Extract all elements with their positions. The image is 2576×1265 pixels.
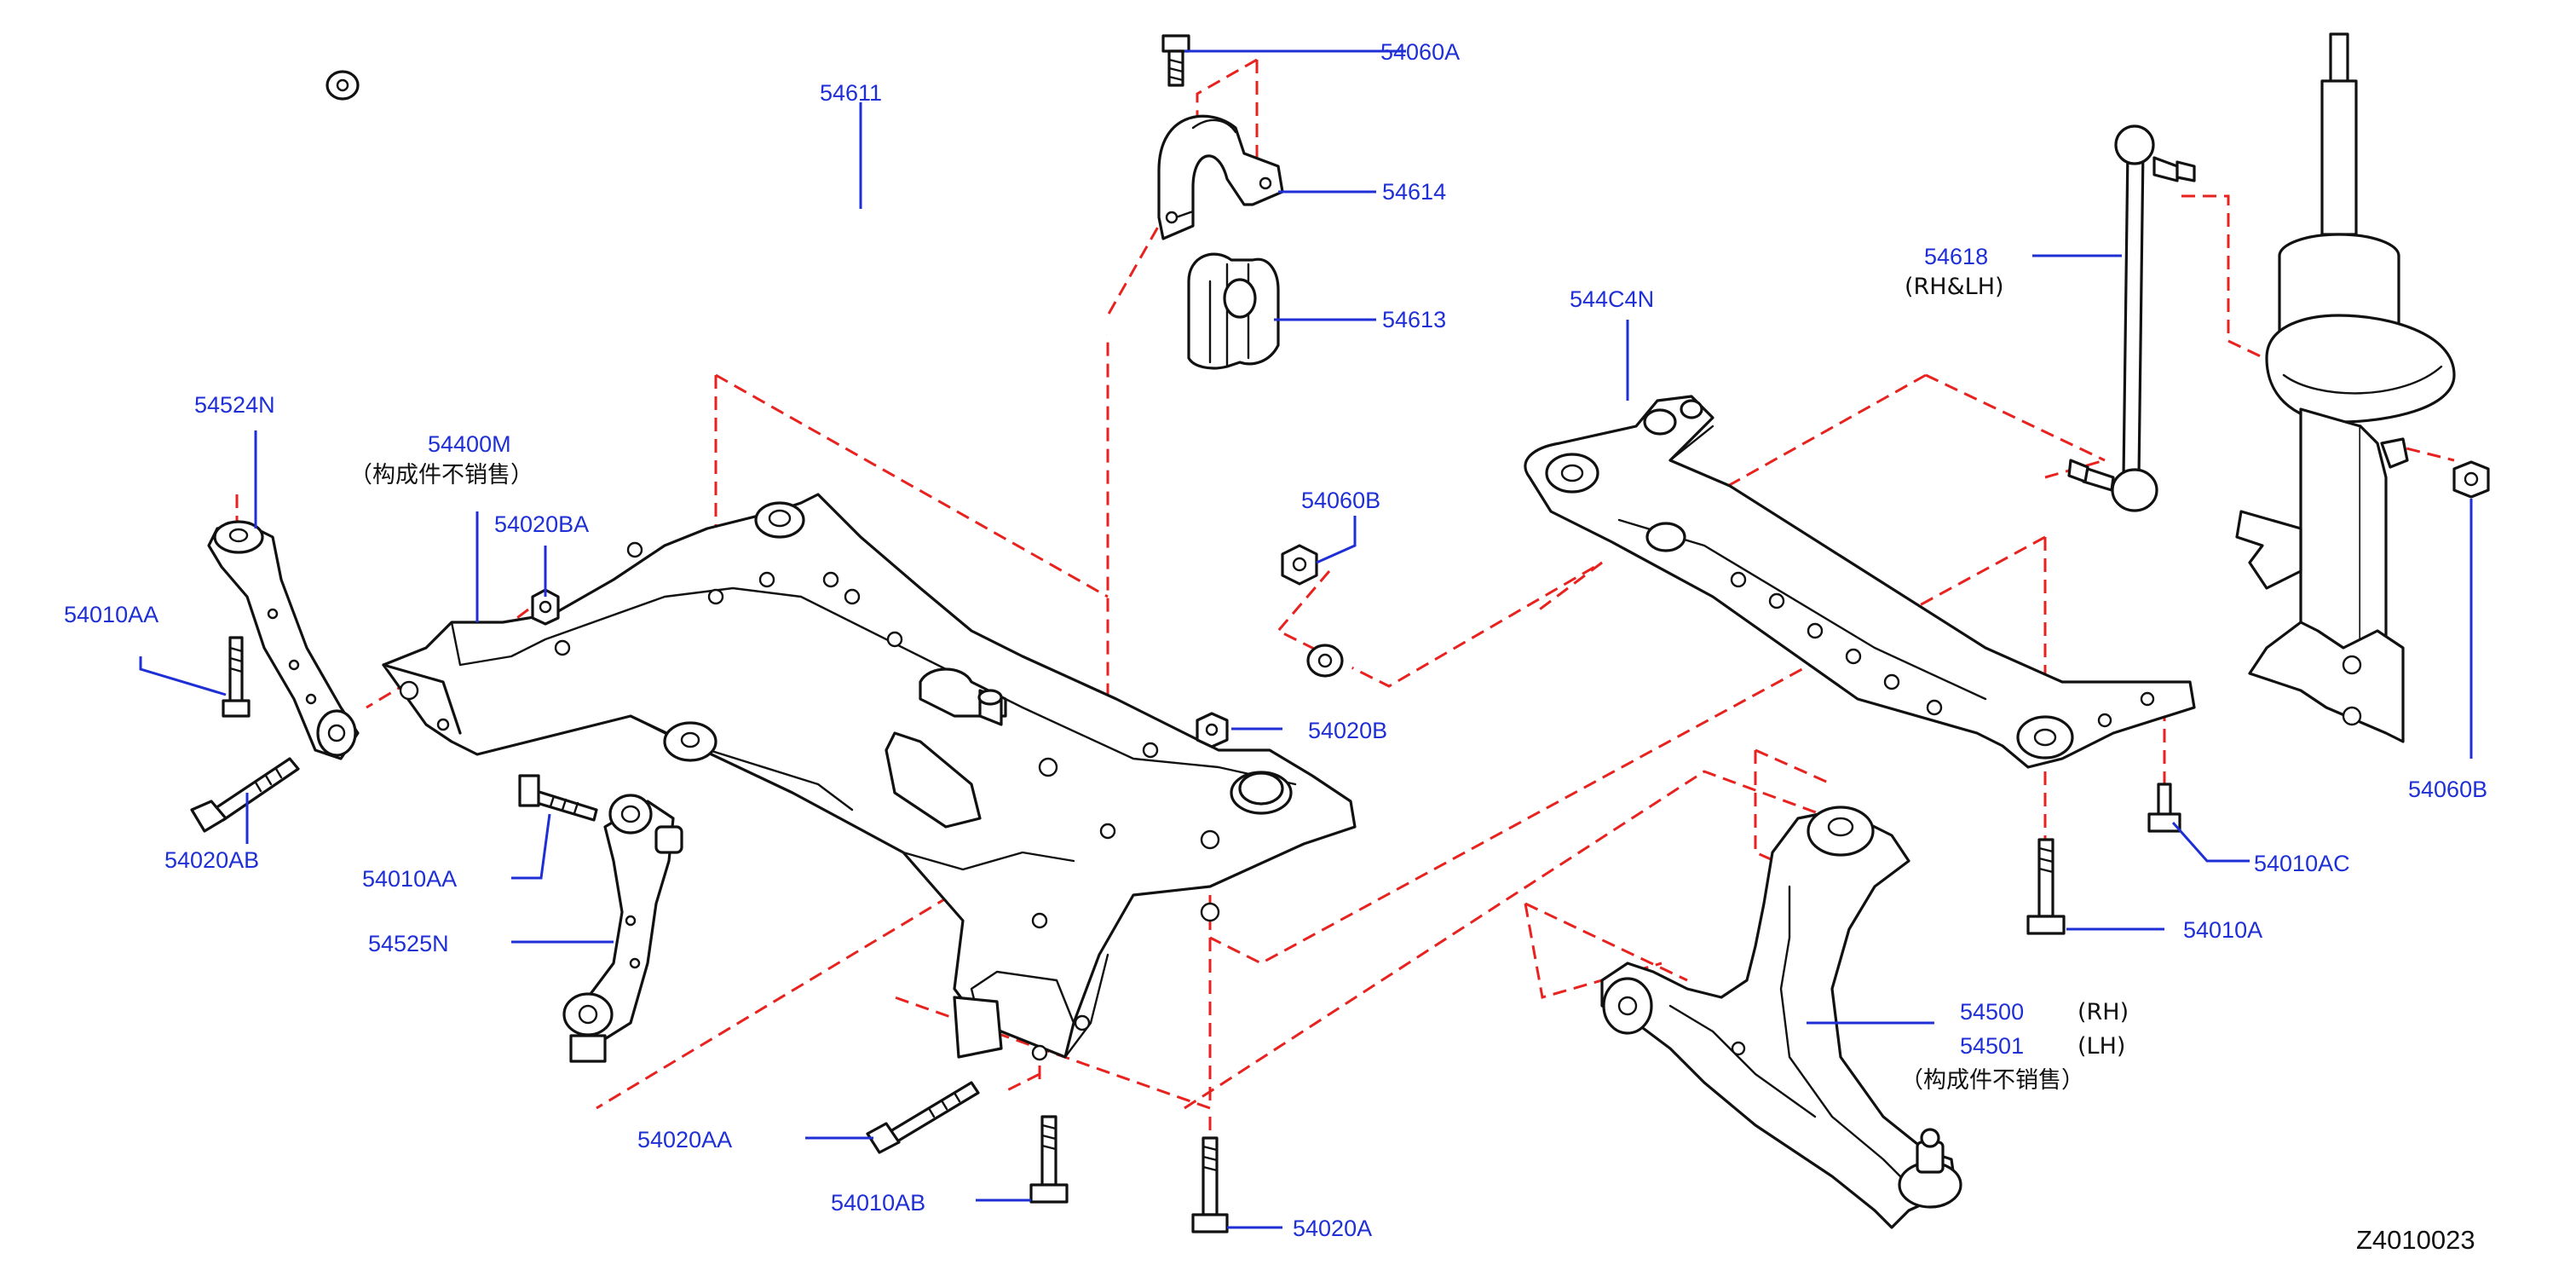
label-nut-b: 54020B [1308, 718, 1387, 743]
crossmember [382, 493, 1357, 1061]
label-rear-mount-bracket: 54524N [194, 392, 275, 418]
strut-nut [2452, 460, 2490, 499]
label-arm-lh: 54501 [1960, 1033, 2024, 1059]
label-bolt-20aa: 54020AA [637, 1127, 732, 1152]
crossmember-nut-b [1196, 712, 1229, 748]
assembly-guide-lines [235, 58, 2455, 1142]
label-arm-rh: 54500 [1960, 999, 2024, 1025]
label-bolt-10ac: 54010AC [2254, 851, 2350, 876]
label-member-stay: 544C4N [1570, 286, 1654, 312]
label-bushing: 54613 [1382, 307, 1446, 332]
bolt-left-aa [222, 636, 251, 718]
label-bolt-ab: 54020AB [164, 847, 259, 873]
label-crossmember-note: （构成件不销售） [349, 462, 533, 488]
diagram-code: Z4010023 [2356, 1225, 2475, 1255]
stabilizer-nut [1281, 544, 1318, 586]
label-bolt-10a: 54010A [2183, 917, 2262, 943]
bolt-mid-aa [518, 774, 598, 822]
bolt-10ab [1029, 1115, 1069, 1204]
bolt-20aa [866, 1081, 980, 1154]
bushing [1187, 252, 1280, 370]
label-strut-nut: 54060B [2408, 777, 2487, 802]
label-bolt-10ab: 54010AB [831, 1190, 925, 1216]
label-link-rod: 54618 [1924, 244, 1988, 269]
label-stabilizer-bar: 54611 [820, 80, 882, 106]
label-arm-lh-side: (LH) [2078, 1033, 2125, 1060]
label-bolt-20a: 54020A [1293, 1216, 1372, 1241]
part-labels: 54611 54060A 54614 54613 54060B 54618 (R… [64, 39, 2487, 1241]
strut-assembly [2235, 32, 2456, 743]
label-stabilizer-nut: 54060B [1301, 488, 1380, 513]
bolt-ab [190, 757, 300, 833]
bracket-n [562, 794, 683, 1063]
link-rod [2067, 124, 2196, 512]
bolt-20a [1191, 1136, 1229, 1233]
member-stay [1524, 395, 2196, 769]
label-bolt-mid-aa: 54010AA [362, 866, 457, 892]
label-link-rod-side: (RH&LH) [1905, 274, 2004, 300]
label-crossmember: 54400M [428, 431, 511, 457]
label-bushing-clamp: 54614 [1382, 179, 1446, 205]
lower-arm [1600, 806, 1962, 1229]
bushing-clamp [1157, 114, 1284, 240]
bushing-bolt [1161, 34, 1190, 87]
label-bushing-bolt: 54060A [1380, 39, 1460, 65]
label-arm-note: （构成件不销售） [1900, 1067, 2084, 1094]
stabilizer-bar [326, 59, 1353, 680]
leader-lines [139, 49, 2473, 1229]
label-bolt-left-aa: 54010AA [64, 602, 158, 627]
label-arm-rh-side: (RH) [2078, 999, 2129, 1025]
label-nut-ba: 54020BA [494, 511, 589, 537]
bolt-10a [2026, 838, 2066, 935]
label-bracket-n: 54525N [368, 931, 449, 956]
